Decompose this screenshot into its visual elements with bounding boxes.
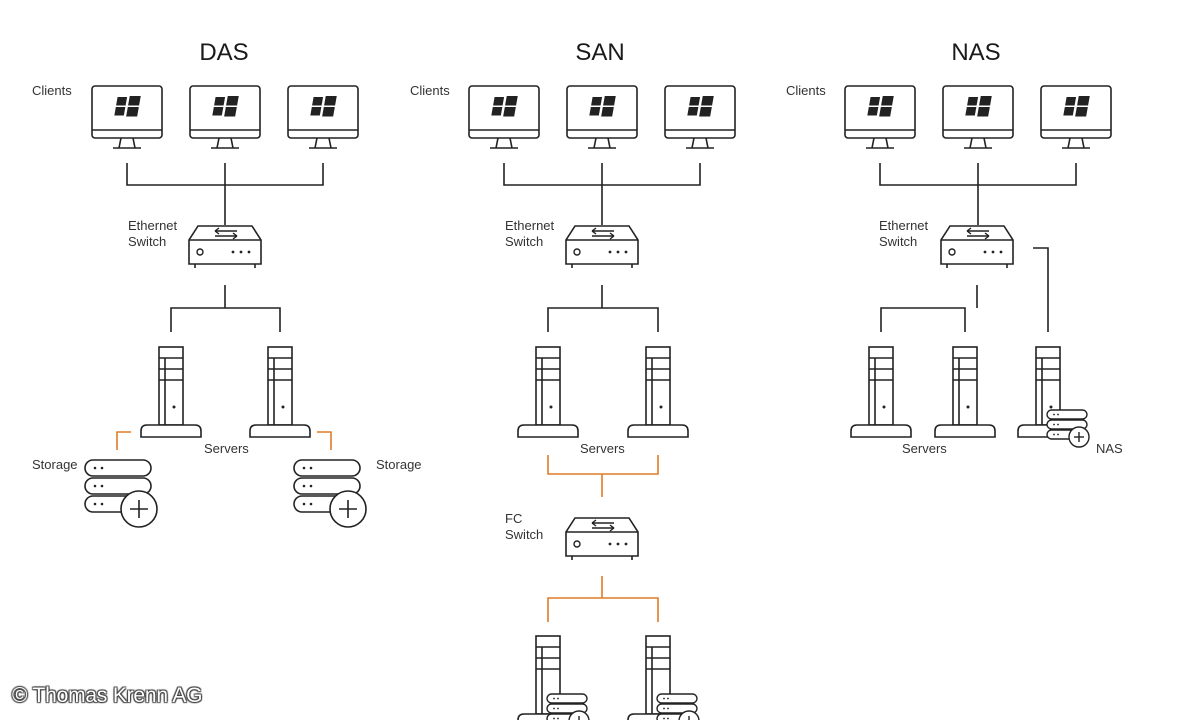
windows-monitor-icon: [566, 85, 638, 149]
san-switch-label-line1: Ethernet: [505, 218, 555, 233]
das-client-links: [126, 163, 324, 225]
nas-switch-label-line2: Switch: [879, 234, 917, 249]
das-storage-link-left: [116, 431, 131, 450]
nas-switch-label-line1: Ethernet: [879, 218, 929, 233]
san-fc-links-top: [547, 455, 659, 497]
tower-server-icon: [140, 346, 202, 438]
copyright-watermark: © Thomas Krenn AG: [12, 684, 203, 707]
tower-server-icon: [627, 346, 689, 438]
nas-server-links: [880, 285, 978, 332]
san-client-links: [503, 163, 701, 225]
disk-storage-add-icon: [293, 459, 367, 528]
disk-storage-add-icon: [546, 693, 590, 720]
tower-server-icon: [934, 346, 996, 438]
nas-title: NAS: [951, 39, 1000, 66]
san-fc-switch-label-line2: Switch: [505, 527, 543, 542]
nas-device-label: NAS: [1096, 441, 1123, 456]
windows-monitor-icon: [468, 85, 540, 149]
tower-server-icon: [850, 346, 912, 438]
network-switch-icon: [188, 225, 262, 269]
disk-storage-add-icon: [656, 693, 700, 720]
san-section: SAN Clients Ethernet Switch Servers FC S…: [410, 39, 736, 720]
das-storage-right-label: Storage: [376, 457, 422, 472]
san-server-links: [547, 285, 659, 332]
das-storage-left-label: Storage: [32, 457, 78, 472]
network-switch-icon: [940, 225, 1014, 269]
windows-monitor-icon: [189, 85, 261, 149]
disk-storage-add-icon: [1046, 409, 1090, 448]
nas-device-link: [1033, 247, 1049, 332]
disk-storage-add-icon: [84, 459, 158, 528]
das-clients-label: Clients: [32, 83, 72, 98]
tower-server-icon: [517, 346, 579, 438]
san-fc-links-bottom: [547, 576, 659, 622]
nas-clients-label: Clients: [786, 83, 826, 98]
nas-servers-label: Servers: [902, 441, 947, 456]
windows-monitor-icon: [91, 85, 163, 149]
das-server-links: [170, 285, 281, 332]
das-storage-link-right: [317, 431, 332, 450]
das-switch-label-line2: Switch: [128, 234, 166, 249]
san-fc-switch-label-line1: FC: [505, 511, 522, 526]
network-switch-icon: [565, 517, 639, 561]
nas-client-links: [879, 163, 1077, 225]
das-title: DAS: [199, 39, 248, 66]
das-section: DAS Clients Ethernet Switch Servers Stor…: [32, 39, 422, 528]
san-switch-label-line2: Switch: [505, 234, 543, 249]
san-clients-label: Clients: [410, 83, 450, 98]
windows-monitor-icon: [1040, 85, 1112, 149]
tower-server-icon: [249, 346, 311, 438]
das-servers-label: Servers: [204, 441, 249, 456]
windows-monitor-icon: [844, 85, 916, 149]
san-servers-label: Servers: [580, 441, 625, 456]
windows-monitor-icon: [287, 85, 359, 149]
network-switch-icon: [565, 225, 639, 269]
nas-section: NAS Clients Ethernet Switch Servers NAS: [786, 39, 1123, 456]
das-switch-label-line1: Ethernet: [128, 218, 178, 233]
windows-monitor-icon: [664, 85, 736, 149]
san-title: SAN: [575, 39, 624, 66]
windows-monitor-icon: [942, 85, 1014, 149]
